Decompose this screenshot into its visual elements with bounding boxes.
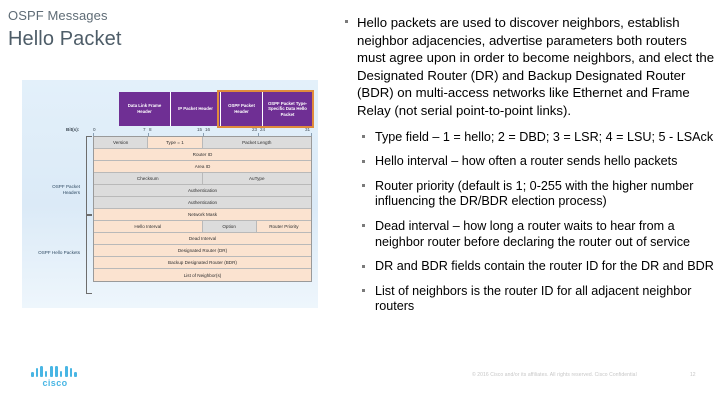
bullet-text: Router priority (default is 1; 0-255 wit…	[375, 178, 694, 209]
packet-field-router-id: Router ID	[94, 149, 311, 160]
bullet-item: Hello interval – how often a router send…	[361, 154, 715, 170]
packet-field-backup-designated-router-bdr: Backup Designated Router (BDR)	[94, 257, 311, 268]
packet-row: Area ID	[94, 161, 311, 173]
packet-field-authentication: Authentication	[94, 197, 311, 208]
bullet-text: Hello interval – how often a router send…	[375, 154, 678, 169]
packet-field-option: Option	[202, 221, 257, 232]
bits-axis-label: Bit(s):	[66, 127, 80, 132]
content-column: Hello packets are used to discover neigh…	[343, 14, 715, 324]
bullet-text: Dead interval – how long a router waits …	[375, 218, 691, 249]
packet-field-authentication: Authentication	[94, 185, 311, 196]
packet-field-packet-length: Packet Length	[202, 137, 311, 148]
packet-field-router-priority: Router Priority	[256, 221, 311, 232]
bullet-marker-icon	[362, 159, 365, 163]
packet-row: Designated Router (DR)	[94, 245, 311, 257]
encap-segment-ospf-data: OSPF Packet Type-Specific Data Hello Pac…	[263, 92, 312, 126]
bullet-marker-icon	[362, 224, 365, 228]
page-title: Hello Packet	[8, 28, 122, 50]
packet-field-network-mask: Network Mask	[94, 209, 311, 220]
packet-field-hello-interval: Hello Interval	[94, 221, 203, 232]
bullet-item: List of neighbors is the router ID for a…	[361, 284, 715, 315]
bullet-list: Type field – 1 = hello; 2 = DBD; 3 = LSR…	[343, 130, 715, 315]
bullet-text: Type field – 1 = hello; 2 = DBD; 3 = LSR…	[375, 129, 714, 144]
cisco-logo: cisco	[31, 366, 79, 392]
packet-field-dead-interval: Dead Interval	[94, 233, 311, 244]
slide-number: 12	[690, 372, 696, 378]
packet-field-checksum: Checksum	[94, 173, 203, 184]
encapsulation-bar: Data Link Frame Header IP Packet Header …	[119, 92, 312, 126]
bits-ruler: 0 7 8 15 16 23 24 31	[93, 127, 312, 138]
packet-field-version: Version	[94, 137, 149, 148]
packet-field-list-of-neighbor-s: List of Neighbor(s)	[94, 269, 311, 281]
intro-text: Hello packets are used to discover neigh…	[357, 15, 715, 118]
packet-row: Network Mask	[94, 209, 311, 221]
bullet-marker-icon	[362, 135, 365, 139]
packet-field-autype: AuType	[202, 173, 311, 184]
packet-row: Router ID	[94, 149, 311, 161]
bit-tick-15: 15	[197, 127, 203, 132]
encap-segment-ip-header: IP Packet Header	[171, 92, 221, 126]
side-label-ospf-hello-packets: OSPF Hello Packets	[38, 250, 80, 255]
cisco-logo-bars-icon	[31, 366, 79, 377]
bullet-text: List of neighbors is the router ID for a…	[375, 283, 692, 314]
bracket-header	[86, 136, 92, 216]
bit-tick-31: 31	[305, 127, 311, 132]
packet-field-type-1: Type = 1	[148, 137, 203, 148]
bullet-item: Router priority (default is 1; 0-255 wit…	[361, 179, 715, 210]
copyright-footer: © 2016 Cisco and/or its affiliates. All …	[472, 372, 637, 378]
bullet-text: DR and BDR fields contain the router ID …	[375, 259, 714, 274]
bullet-item: Type field – 1 = hello; 2 = DBD; 3 = LSR…	[361, 130, 715, 146]
intro-paragraph: Hello packets are used to discover neigh…	[343, 14, 715, 120]
bullet-marker-icon	[362, 184, 365, 188]
packet-row: List of Neighbor(s)	[94, 269, 311, 281]
packet-row: Dead Interval	[94, 233, 311, 245]
packet-field-area-id: Area ID	[94, 161, 311, 172]
encap-segment-ospf-header: OSPF Packet Header	[221, 92, 263, 126]
packet-row: Backup Designated Router (BDR)	[94, 257, 311, 269]
bullet-marker-icon	[345, 20, 348, 23]
bit-tick-16: 16	[205, 127, 211, 132]
bit-tick-24: 24	[260, 127, 266, 132]
cisco-wordmark: cisco	[42, 378, 68, 388]
slide-kicker: OSPF Messages	[8, 8, 108, 23]
bit-tick-7: 7	[143, 127, 146, 132]
encap-segment-data-link: Data Link Frame Header	[119, 92, 171, 126]
bit-tick-8: 8	[149, 127, 152, 132]
bit-tick-23: 23	[252, 127, 258, 132]
bullet-marker-icon	[362, 289, 365, 293]
bracket-hello	[86, 214, 92, 294]
bullet-item: Dead interval – how long a router waits …	[361, 219, 715, 250]
packet-row: Authentication	[94, 197, 311, 209]
bit-tick-0: 0	[93, 127, 96, 132]
side-label-ospf-packet-headers: OSPF Packet Headers	[52, 184, 80, 195]
ospf-hello-packet-diagram: Data Link Frame Header IP Packet Header …	[22, 80, 318, 308]
bullet-item: DR and BDR fields contain the router ID …	[361, 259, 715, 275]
packet-row: Authentication	[94, 185, 311, 197]
packet-field-designated-router-dr: Designated Router (DR)	[94, 245, 311, 256]
bullet-marker-icon	[362, 264, 365, 268]
